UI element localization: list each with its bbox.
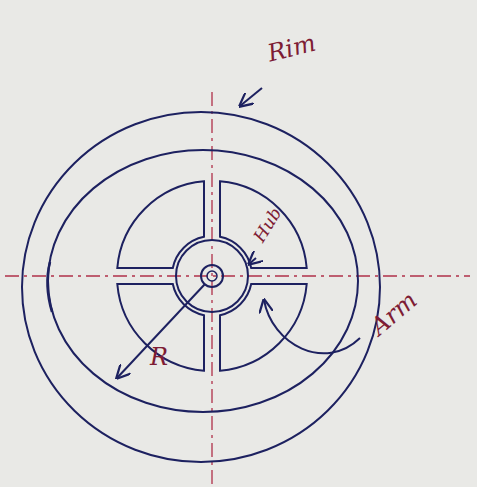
part-label: Rim [265, 31, 318, 66]
rim-inner [48, 150, 358, 412]
radius-arrow [117, 284, 205, 378]
centre-line [5, 275, 470, 276]
dimension-label: R [150, 345, 168, 369]
hub-leader [249, 258, 256, 264]
rim-stroke [47, 262, 52, 312]
bore-inner [207, 271, 217, 281]
rim-leader [240, 88, 262, 106]
part-label: Arm [366, 288, 421, 340]
hub-circle [176, 240, 248, 312]
part-label: Hub [251, 205, 285, 245]
arm-leader [264, 300, 360, 353]
arm-windows [117, 181, 306, 370]
rim-outer [22, 112, 380, 462]
